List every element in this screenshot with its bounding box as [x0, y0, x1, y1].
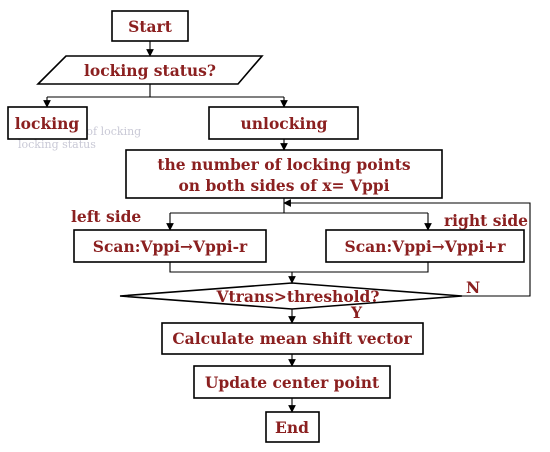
- unlocking-box: [208, 106, 359, 140]
- edge-status-branch: [47, 84, 284, 98]
- yes-label: Y: [350, 303, 363, 322]
- locking-node: locking: [7, 106, 88, 140]
- mean-shift-label: Calculate mean shift vector: [172, 329, 412, 348]
- count-node: the number of locking points on both sid…: [125, 149, 443, 199]
- left-side-label: left side: [71, 207, 141, 226]
- end-box: [265, 411, 320, 443]
- count-box: [125, 149, 443, 199]
- scan-right-node: Scan:Vppi→Vppi+r: [325, 229, 525, 263]
- right-side-label: right side: [444, 211, 528, 230]
- threshold-label: Vtrans>threshold?: [216, 287, 380, 306]
- ghost-text-2: locking status: [18, 138, 96, 151]
- mean-shift-box: [161, 322, 424, 355]
- scan-right-label: Scan:Vppi→Vppi+r: [345, 237, 507, 256]
- update-center-label: Update center point: [205, 373, 380, 392]
- scan-right-box: [325, 229, 525, 263]
- start-node: Start: [111, 10, 189, 42]
- locking-status-node: locking status?: [36, 55, 264, 85]
- connectors: [43, 41, 531, 413]
- scan-left-label: Scan:Vppi→Vppi-r: [93, 237, 248, 256]
- edge-scans-merge: [169, 262, 429, 273]
- count-label-line1: the number of locking points: [157, 155, 411, 174]
- locking-status-shape: [36, 55, 264, 85]
- end-label: End: [275, 418, 309, 437]
- threshold-diamond: [119, 282, 463, 310]
- end-node: End: [265, 411, 320, 443]
- update-center-box: [193, 365, 391, 399]
- locking-status-label: locking status?: [84, 61, 216, 80]
- edge-count-branch: [170, 198, 428, 214]
- locking-label: locking: [15, 114, 80, 133]
- mean-shift-node: Calculate mean shift vector: [161, 322, 424, 355]
- no-label: N: [466, 278, 480, 297]
- edge-no-loop: [283, 199, 531, 297]
- start-box: [111, 10, 189, 42]
- update-center-node: Update center point: [193, 365, 391, 399]
- threshold-node: Vtrans>threshold?: [119, 282, 463, 310]
- locking-box: [7, 106, 88, 140]
- start-label: Start: [128, 17, 173, 36]
- unlocking-node: unlocking: [208, 106, 359, 140]
- scan-left-node: Scan:Vppi→Vppi-r: [73, 229, 267, 263]
- unlocking-label: unlocking: [241, 114, 328, 133]
- count-label-line2: on both sides of x= Vppi: [178, 176, 389, 195]
- scan-left-box: [73, 229, 267, 263]
